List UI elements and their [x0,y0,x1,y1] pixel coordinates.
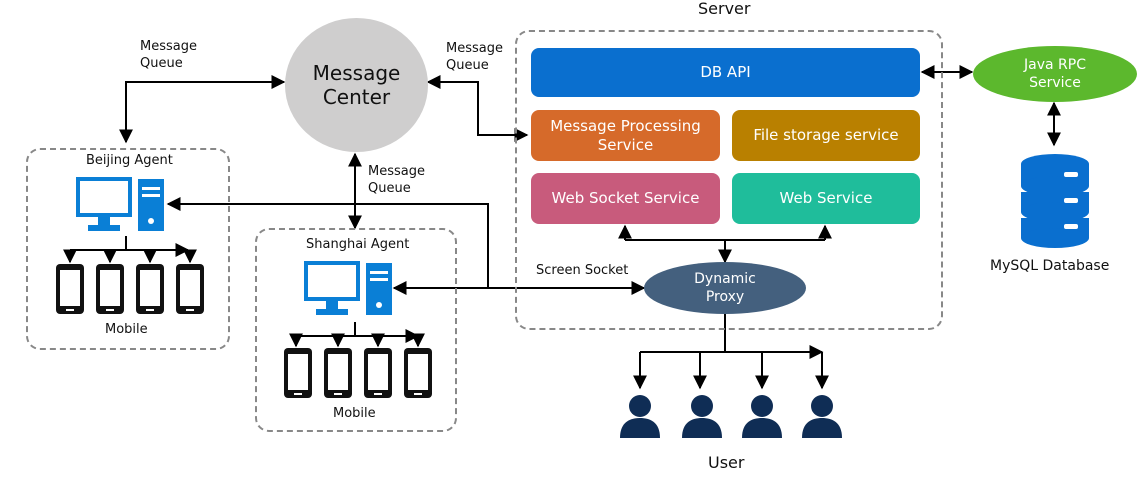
server-title: Server [698,0,751,18]
edge-mc-server [426,75,529,142]
shanghai-mobiles [284,348,444,400]
mobile-phone-icon [56,264,84,314]
message-processing-box[interactable]: Message Processing Service [531,110,720,161]
shanghai-computer-icon [304,261,392,315]
message-center-label: Message Center [312,61,401,109]
edge-beijing-mobiles [70,236,188,250]
database-label: MySQL Database [990,258,1110,274]
mobile-phone-icon [136,264,164,314]
web-socket-label: Web Socket Service [551,189,700,207]
file-storage-box[interactable]: File storage service [732,110,920,161]
shanghai-agent-group [255,228,457,432]
user-icon [802,395,842,438]
db-api-box[interactable]: DB API [531,48,920,97]
user-icon [682,395,722,438]
mobile-phone-icon [96,264,124,314]
mobile-phone-icon [404,348,432,398]
mobile-phone-icon [364,348,392,398]
user-icon [742,395,782,438]
beijing-agent-group [26,148,230,350]
mobile-phone-icon [284,348,312,398]
edge-shanghai-mobiles [296,322,418,336]
mq-label-left: Message Queue [140,39,197,71]
edge-proxy-users [640,313,822,352]
database-icon [1021,154,1089,248]
server-group [515,30,943,330]
edge-beijing-socket [166,197,489,288]
beijing-mobiles [56,264,216,316]
user-icon [620,395,660,438]
dynamic-proxy-node[interactable]: Dynamic Proxy [644,262,806,314]
java-rpc-label: Java RPC Service [1024,57,1086,91]
screen-socket-label: Screen Socket [536,263,629,278]
web-service-label: Web Service [779,189,873,207]
dynamic-proxy-label: Dynamic Proxy [694,271,756,305]
mobile-phone-icon [324,348,352,398]
beijing-agent-title: Beijing Agent [86,153,173,168]
web-socket-box[interactable]: Web Socket Service [531,173,720,224]
mobile-phone-icon [176,264,204,314]
shanghai-mobile-label: Mobile [333,406,376,421]
message-processing-label: Message Processing Service [550,116,701,154]
java-rpc-node[interactable]: Java RPC Service [973,46,1137,102]
users-group [618,394,848,440]
edge-mc-beijing [119,75,286,144]
beijing-mobile-label: Mobile [105,322,148,337]
mq-label-right: Message Queue [446,41,503,73]
shanghai-agent-title: Shanghai Agent [306,237,410,252]
message-center-node[interactable]: Message Center [285,18,428,152]
user-label: User [708,453,745,472]
beijing-computer-icon [76,177,164,231]
db-api-label: DB API [700,63,751,81]
mq-label-center: Message Queue [368,164,425,196]
web-service-box[interactable]: Web Service [732,173,920,224]
file-storage-label: File storage service [753,126,899,144]
